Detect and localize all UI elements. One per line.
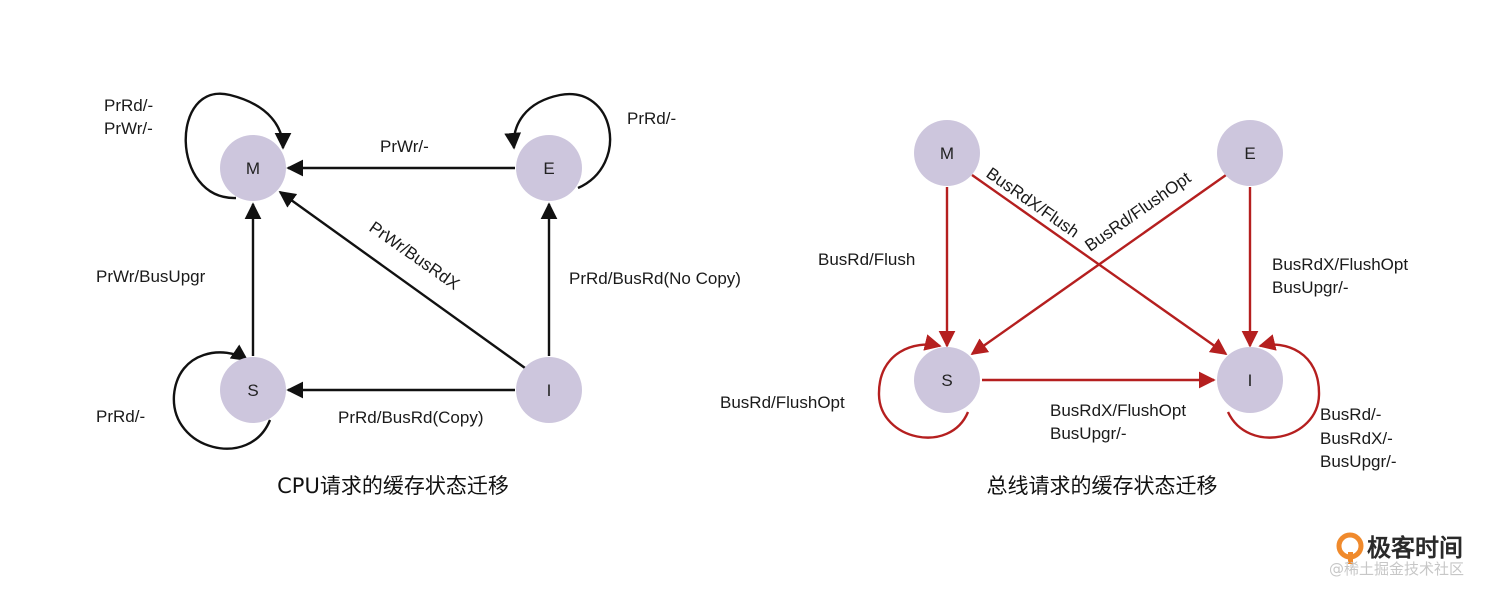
label-i-to-m: PrWr/BusRdX <box>366 218 463 294</box>
state-label-s: S <box>941 371 952 390</box>
edge-e-to-s <box>970 174 1227 355</box>
state-label-s: S <box>247 381 258 400</box>
edge-e-self-loop <box>504 92 612 190</box>
left-diagram: M E S I PrRd/- PrWr/- PrRd/- PrWr/- PrWr… <box>96 92 741 498</box>
state-node-i: I <box>516 357 582 423</box>
state-label-e: E <box>543 159 554 178</box>
state-label-i: I <box>547 381 552 400</box>
watermark-sub: @稀土掘金技术社区 <box>1329 560 1464 578</box>
state-node-m: M <box>914 120 980 186</box>
left-caption: CPU请求的缓存状态迁移 <box>277 474 509 498</box>
label-s-to-i-2: BusUpgr/- <box>1050 424 1127 443</box>
label-m-to-i: BusRdX/Flush <box>983 164 1083 242</box>
state-node-i: I <box>1217 347 1283 413</box>
right-caption: 总线请求的缓存状态迁移 <box>987 474 1218 498</box>
edge-s-self-loop <box>172 344 272 450</box>
label-m-self-2: PrWr/- <box>104 119 153 138</box>
brand-logo-icon <box>1336 532 1364 564</box>
right-diagram: M E S I BusRd/Flush BusRdX/Flush BusRd/F… <box>720 120 1408 498</box>
state-node-m: M <box>220 135 286 201</box>
label-i-self-1: BusRd/- <box>1320 405 1381 424</box>
edge-s-self-loop <box>877 334 970 439</box>
label-s-self: PrRd/- <box>96 407 145 426</box>
state-label-i: I <box>1248 371 1253 390</box>
label-s-self: BusRd/FlushOpt <box>720 393 845 412</box>
state-node-s: S <box>220 357 286 423</box>
label-m-to-s: BusRd/Flush <box>818 250 915 269</box>
label-e-to-i-2: BusUpgr/- <box>1272 278 1349 297</box>
label-s-to-i-1: BusRdX/FlushOpt <box>1050 401 1186 420</box>
label-e-self: PrRd/- <box>627 109 676 128</box>
label-e-to-s: BusRd/FlushOpt <box>1081 168 1194 255</box>
label-e-to-m: PrWr/- <box>380 137 429 156</box>
edge-i-to-m <box>278 191 526 369</box>
label-i-self-3: BusUpgr/- <box>1320 452 1397 471</box>
label-e-to-i-1: BusRdX/FlushOpt <box>1272 255 1408 274</box>
state-node-s: S <box>914 347 980 413</box>
edge-m-self-loop <box>184 92 292 200</box>
label-m-self-1: PrRd/- <box>104 96 153 115</box>
label-i-self-2: BusRdX/- <box>1320 429 1393 448</box>
state-label-m: M <box>940 144 954 163</box>
label-i-to-s: PrRd/BusRd(Copy) <box>338 408 484 427</box>
state-label-m: M <box>246 159 260 178</box>
watermark-brand: 极客时间 <box>1367 534 1463 562</box>
edge-i-self-loop <box>1226 334 1321 439</box>
label-s-to-m: PrWr/BusUpgr <box>96 267 206 286</box>
label-i-to-e: PrRd/BusRd(No Copy) <box>569 269 741 288</box>
state-node-e: E <box>1217 120 1283 186</box>
watermark: 极客时间 @稀土掘金技术社区 <box>1329 532 1464 578</box>
state-label-e: E <box>1244 144 1255 163</box>
state-node-e: E <box>516 135 582 201</box>
